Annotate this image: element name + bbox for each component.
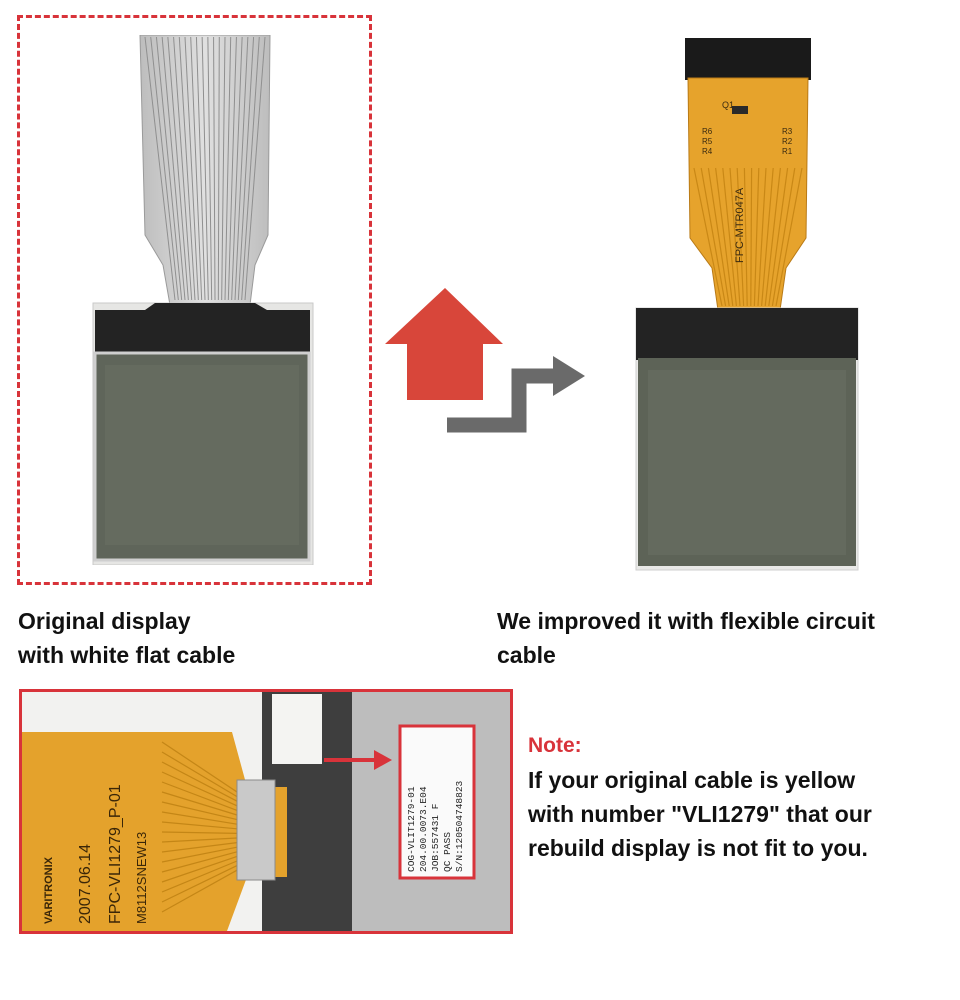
pcb-right-label: R3: [782, 127, 793, 136]
cable-trace: [217, 36, 220, 301]
pcb-left-label: R4: [702, 147, 713, 156]
note-line: with number "VLI1279" that our: [528, 801, 872, 827]
cable-trace: [775, 167, 803, 307]
flex-trace: [161, 801, 238, 821]
pcb-model-label: FPC-MTR047A: [734, 187, 746, 263]
cable-trace: [227, 36, 237, 301]
improved-display-photo: Q1 R6 R5 R4 R3 R2 R1 FPC-MTR047A: [635, 38, 859, 571]
cable-trace: [173, 36, 193, 301]
upgrade-arrow-icon: [385, 288, 585, 433]
cable-trace: [144, 36, 176, 301]
note-body: If your original cable is yellow with nu…: [528, 763, 948, 865]
flex-trace: [161, 741, 238, 793]
note-block: Note: If your original cable is yellow w…: [528, 731, 948, 865]
cable-trace: [771, 167, 796, 307]
cable-trace: [693, 167, 723, 307]
flex-trace: [161, 846, 238, 863]
cable-trace: [213, 36, 216, 301]
pcb-left-label: R6: [702, 127, 713, 136]
original-caption: Original display with white flat cable: [18, 604, 438, 672]
cable-trace: [700, 167, 727, 307]
flex-trace: [161, 865, 238, 903]
detail-photo: VARITRONIX 2007.06.14 FPC-VLI1279_P-01 M…: [22, 692, 510, 931]
label-line: JOB:557431 F: [430, 803, 441, 872]
cable-trace: [753, 167, 760, 307]
cable-trace: [707, 167, 730, 307]
label-line: S/N:120504748823: [454, 780, 465, 872]
note-title: Note:: [528, 734, 582, 757]
original-caption-line2: with white flat cable: [18, 642, 236, 668]
flex-trace: [161, 842, 238, 853]
pcb-q1-label: Q1: [722, 100, 734, 110]
flex-trace: [161, 771, 238, 807]
flex-trace: [161, 811, 238, 825]
note-line: rebuild display is not fit to you.: [528, 835, 868, 861]
cable-trace: [750, 167, 753, 307]
detail-part-number: FPC-VLI1279_P-01: [107, 784, 124, 924]
detail-brand: VARITRONIX: [43, 856, 55, 924]
flex-trace: [161, 851, 238, 873]
right-step-arrow-icon: [553, 356, 585, 396]
cable-trace: [715, 167, 734, 307]
detail-batch: M8112SNEW13: [134, 832, 149, 924]
original-display-frame: [17, 15, 372, 585]
cable-trace: [757, 167, 767, 307]
flex-trace: [161, 781, 238, 811]
cable-trace: [761, 167, 774, 307]
cable-trace: [244, 36, 266, 301]
flex-trace: [161, 837, 238, 843]
cable-trace: [743, 167, 748, 307]
pcb-right-label: R1: [782, 147, 793, 156]
cable-trace: [764, 167, 781, 307]
cable-trace: [195, 36, 206, 301]
improved-caption: We improved it with flexible circuit cab…: [497, 604, 947, 672]
flex-trace: [161, 821, 238, 830]
detail-date: 2007.06.14: [77, 844, 94, 924]
improved-caption-line1: We improved it with flexible circuit: [497, 608, 875, 634]
detail-photo-frame: VARITRONIX 2007.06.14 FPC-VLI1279_P-01 M…: [19, 689, 513, 934]
cable-trace: [231, 36, 243, 301]
label-line: QC PASS: [442, 832, 453, 872]
cable-trace: [190, 36, 203, 301]
flex-trace: [161, 860, 238, 893]
cable-trace: [150, 36, 179, 301]
cable-trace: [155, 36, 183, 301]
flex-trace: [161, 791, 238, 816]
note-line: If your original cable is yellow: [528, 767, 856, 793]
pcb-right-label: R2: [782, 137, 793, 146]
cable-trace: [722, 167, 737, 307]
original-display-photo: [92, 35, 314, 565]
cable-trace: [167, 36, 189, 301]
cable-trace: [241, 36, 260, 301]
flex-trace: [161, 751, 238, 798]
label-line: 204.00.0073.E04: [418, 786, 429, 872]
cable-trace: [224, 36, 232, 301]
cable-trace: [184, 36, 199, 301]
original-caption-line1: Original display: [18, 608, 191, 634]
flex-trace: [161, 761, 238, 802]
cable-trace: [736, 167, 745, 307]
cable-trace: [221, 36, 226, 301]
cable-trace: [768, 167, 789, 307]
pcb-left-label: R5: [702, 137, 713, 146]
flex-trace: [161, 869, 238, 913]
label-line: COG-VLIT1279-01: [406, 786, 417, 872]
cable-trace: [234, 36, 249, 301]
cable-trace: [729, 167, 741, 307]
cable-trace: [201, 36, 209, 301]
cable-trace: [237, 36, 255, 301]
cable-trace: [207, 36, 213, 301]
flex-trace: [161, 855, 238, 883]
improved-caption-line2: cable: [497, 642, 556, 668]
flex-trace: [161, 831, 238, 834]
cable-trace: [178, 36, 196, 301]
cable-trace: [161, 36, 186, 301]
